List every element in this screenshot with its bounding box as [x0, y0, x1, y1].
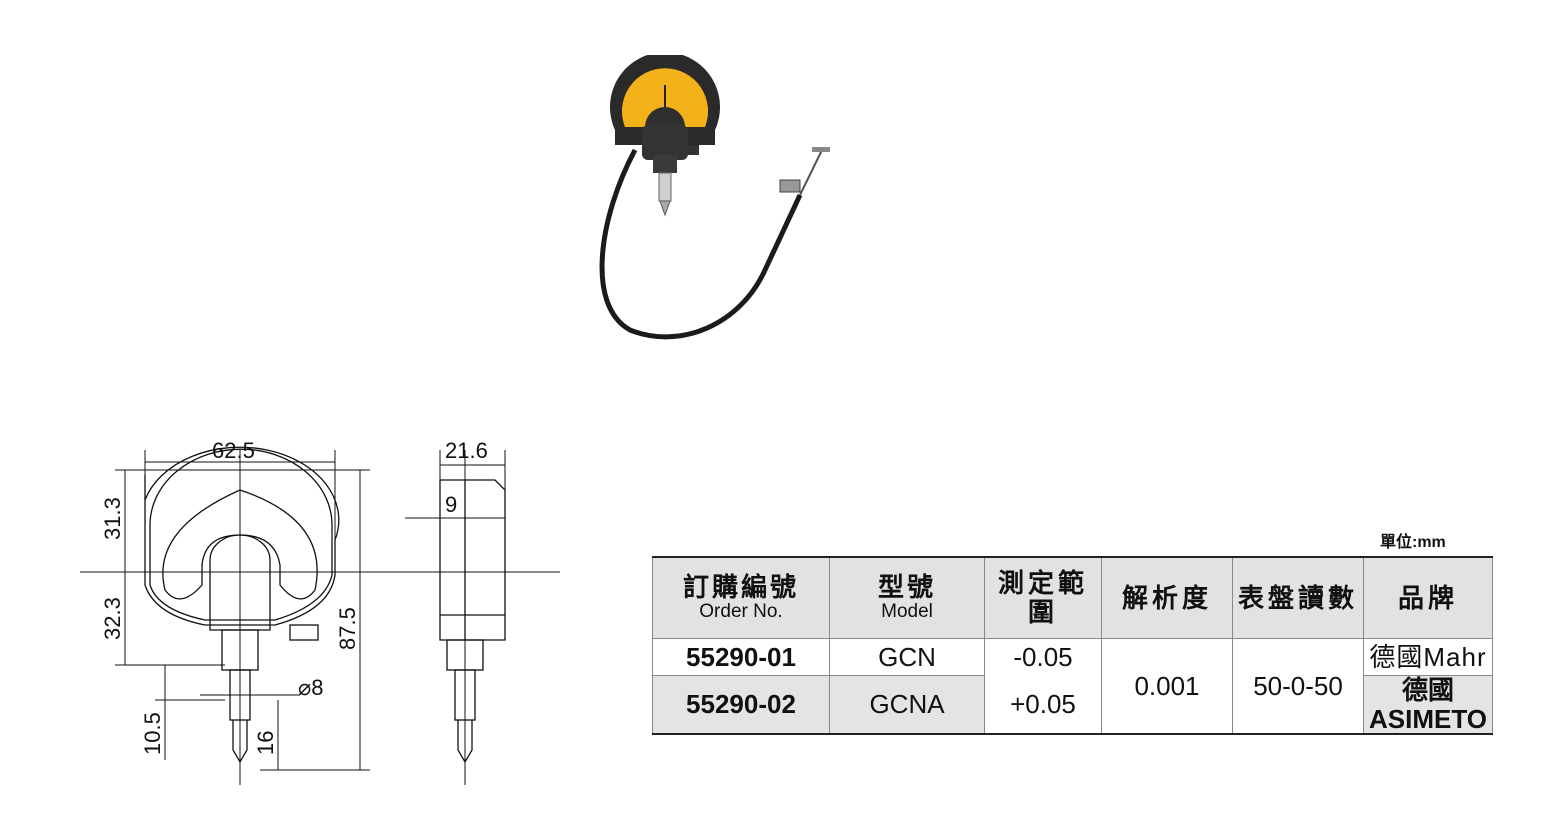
table-header-row: 訂購編號 Order No. 型號 Model 測定範圍 解析度 表盤讀數 品牌	[652, 556, 1493, 639]
brand-cell: 德國Mahr	[1363, 638, 1493, 676]
dim-lower-height: 32.3	[100, 597, 125, 640]
dial-indicator-image	[599, 55, 830, 340]
side-view-drawing: 21.6 9	[395, 438, 545, 785]
header-order-no: 訂購編號 Order No.	[652, 556, 830, 639]
dim-upper-height: 31.3	[100, 497, 125, 540]
front-view-drawing: 62.5 31.3 32.3 87.5 10.5 16 ⌀8	[80, 438, 560, 785]
dim-offset: 9	[445, 492, 457, 517]
dim-stem-diameter: ⌀8	[298, 675, 323, 700]
dim-tip-length: 16	[253, 731, 278, 755]
spec-table: 訂購編號 Order No. 型號 Model 測定範圍 解析度 表盤讀數 品牌…	[652, 556, 1493, 736]
product-photo	[599, 55, 830, 340]
header-resolution: 解析度	[1101, 556, 1233, 639]
dim-depth: 21.6	[445, 438, 488, 463]
header-range: 測定範圍	[984, 556, 1102, 639]
model-cell: GCNA	[829, 675, 985, 735]
order-no-cell: 55290-01	[652, 638, 830, 676]
brand-cell: 德國ASIMETO	[1363, 675, 1493, 735]
resolution-cell: 0.001	[1101, 638, 1233, 735]
unit-label: 單位:mm	[1380, 534, 1446, 551]
dim-width: 62.5	[212, 438, 255, 463]
model-cell: GCN	[829, 638, 985, 676]
table-row: 55290-02 GCNA +0.05 德國ASIMETO	[652, 675, 1493, 735]
dial-reading-cell: 50-0-50	[1232, 638, 1364, 735]
table-row: 55290-01 GCN -0.05 0.001 50-0-50 德國Mahr	[652, 638, 1493, 735]
order-no-cell: 55290-02	[652, 675, 830, 735]
range-top-cell: -0.05	[984, 638, 1102, 676]
range-bottom-cell: +0.05	[984, 675, 1102, 735]
header-model: 型號 Model	[829, 556, 985, 639]
dim-total-height: 87.5	[335, 607, 360, 650]
header-brand: 品牌	[1363, 556, 1493, 639]
dim-stem-length: 10.5	[140, 712, 165, 755]
header-dial-reading: 表盤讀數	[1232, 556, 1364, 639]
